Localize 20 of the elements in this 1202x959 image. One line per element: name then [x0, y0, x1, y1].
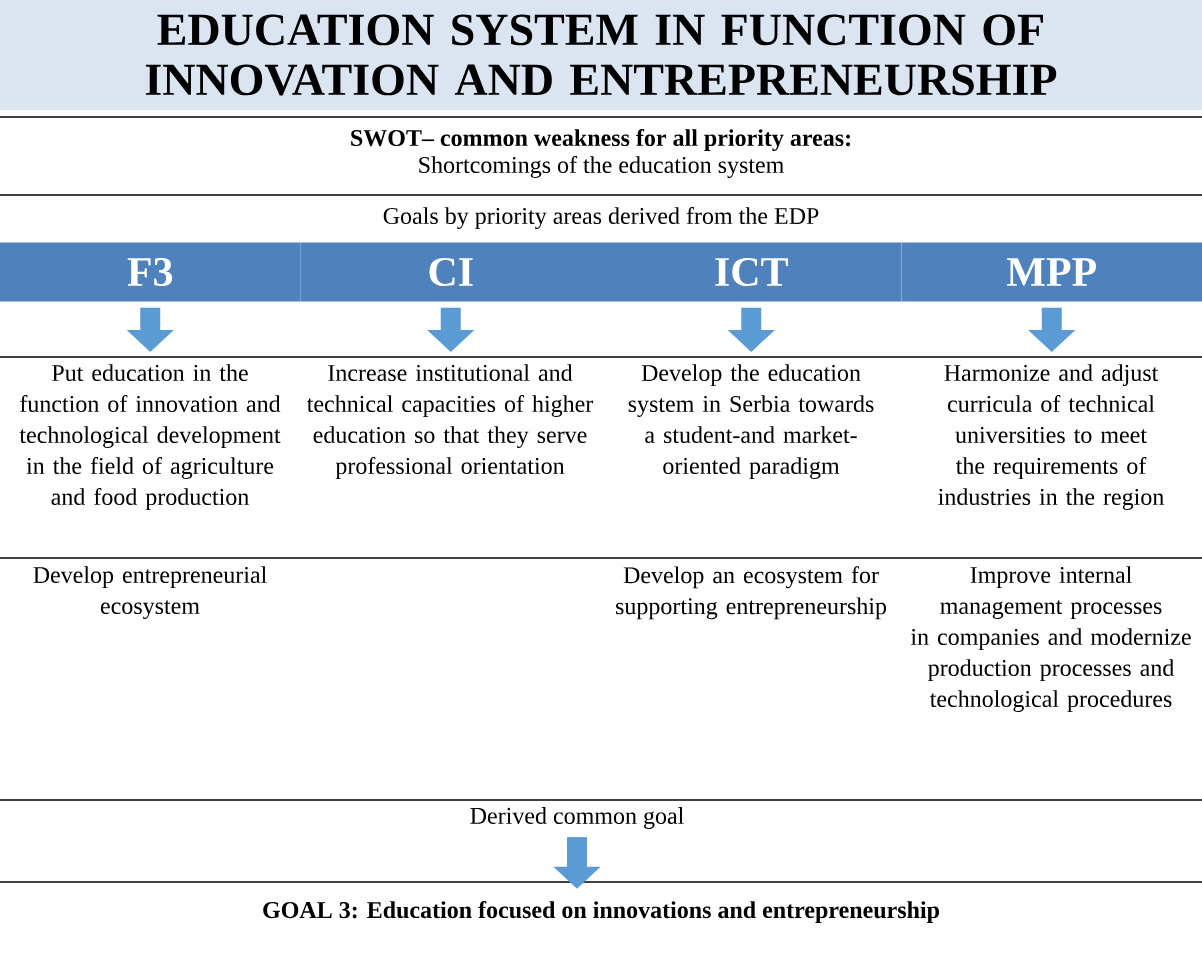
goal-text: Develop the education system in Serbia towards a student-and market-oriented paradigm: [628, 364, 874, 479]
step-text: Derived common goal: [470, 807, 684, 829]
goal-text: Develop an ecosystem for supporting entrepreneurship: [616, 566, 887, 620]
goal-text: Develop entrepreneurial ecosystem: [33, 566, 267, 619]
section-text: Goals by priority areas derived from the EDP: [383, 206, 819, 230]
goal-text: Improve internal management processes in companies and modernize production processes and technological procedures: [910, 566, 1191, 712]
node-label: F3: [127, 257, 173, 287]
subheading-text: Shortcomings of the education system: [419, 155, 784, 179]
node-label: CI: [429, 257, 473, 287]
goal-text: Increase institutional and technical capacities of higher education so that they serve professional orientation: [307, 364, 594, 479]
goal-statement: GOAL 3: Education focused on innovations and entrepreneurship: [263, 901, 939, 923]
goal-text: Harmonize and adjust curricula of technical universities to meet the requirements of industries in the region: [938, 364, 1164, 510]
title-banner: EDUCATION SYSTEM IN FUNCTION OF INNOVATION AND ENTREPRENEURSHIP: [0, 0, 1202, 110]
area-header: CI: [300, 242, 601, 302]
area-header: MPP: [901, 242, 1202, 302]
node-label: MPP: [1007, 258, 1097, 286]
goal-text: Put education in the function of innovation and technological development in the field of agriculture and food production: [19, 364, 281, 510]
node-label: ICT: [715, 257, 788, 287]
area-header: F3: [0, 242, 301, 302]
area-header: ICT: [601, 242, 902, 302]
